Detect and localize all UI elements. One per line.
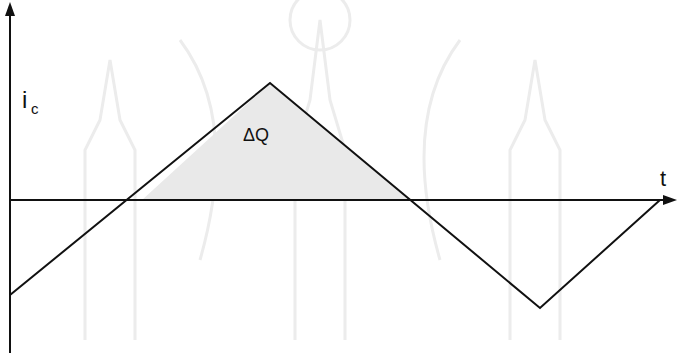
watermark (85, 0, 560, 340)
axis-label: t (660, 168, 666, 190)
charge-label: ΔQ (243, 126, 269, 144)
triangle-current-wave (10, 83, 660, 308)
axis-label: i (22, 88, 27, 112)
time-axis (10, 199, 668, 201)
axis-subscript: c (31, 101, 39, 116)
axis-arrowhead (663, 195, 677, 205)
current-axis (9, 12, 11, 353)
charge-area (142, 83, 410, 200)
axis-arrowhead (5, 2, 15, 16)
